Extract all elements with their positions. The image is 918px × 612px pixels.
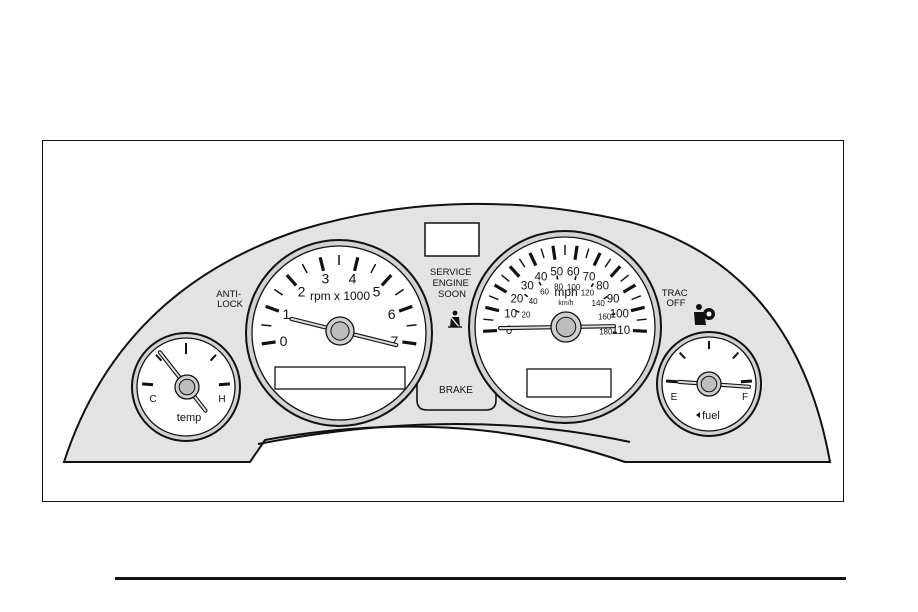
speed-kmh-label: km/h — [558, 300, 573, 307]
speed-kmh-tick-label: 160 — [598, 312, 612, 321]
tach-hub-inner — [331, 322, 349, 340]
fuel-gauge: E F fuel — [657, 332, 761, 436]
tach-major-tick — [262, 342, 276, 344]
speed-minor-tick — [483, 319, 493, 320]
temp-tick — [219, 384, 230, 385]
speed-kmh-tick-label: 140 — [592, 299, 606, 308]
speed-major-tick — [553, 246, 555, 260]
speed-mph-tick-label: 60 — [567, 267, 580, 279]
temp-gauge: C H temp — [132, 333, 240, 441]
temp-tick — [142, 384, 153, 385]
speed-mph-label: mph — [554, 285, 577, 299]
speed-display — [527, 369, 611, 397]
speed-kmh-tick-label: 20 — [522, 310, 531, 319]
speed-mph-tick-label: 10 — [504, 309, 517, 321]
footer-rule — [115, 577, 846, 580]
speed-kmh-tick-label: 120 — [581, 289, 595, 298]
speed-kmh-tick-label: 60 — [540, 287, 549, 296]
speed-mph-tick-label: 90 — [607, 293, 620, 305]
fuel-tick — [666, 381, 677, 382]
temp-max-label: H — [218, 394, 225, 405]
speed-mph-tick-label: 20 — [511, 293, 524, 305]
temp-hub-inner — [179, 379, 195, 395]
temp-min-label: C — [149, 394, 156, 405]
speed-major-tick — [633, 331, 647, 332]
speed-minor-tick — [637, 319, 647, 320]
fuel-hub-inner — [701, 376, 717, 392]
speed-major-tick — [483, 331, 497, 332]
speed-kmh-tick — [611, 314, 615, 315]
tach-tick-label: 0 — [280, 333, 288, 349]
speed-hub-inner — [556, 317, 576, 337]
speed-mph-tick-label: 70 — [583, 271, 596, 283]
tach-tick-label: 4 — [349, 271, 357, 287]
tach-tick-label: 1 — [282, 306, 290, 322]
tach-major-tick — [402, 342, 416, 344]
speed-mph-tick-label: 40 — [535, 271, 548, 283]
speed-major-tick — [575, 246, 577, 260]
speed-mph-tick-label: 30 — [521, 281, 534, 293]
tach-minor-tick — [261, 325, 271, 326]
anti-lock-label: ANTI- LOCK — [216, 289, 243, 310]
fuel-max-label: F — [742, 392, 748, 403]
tach-tick-label: 5 — [373, 283, 381, 299]
speed-kmh-tick-label: 40 — [529, 297, 538, 306]
tach-tick-label: 6 — [388, 306, 396, 322]
temp-label: temp — [177, 412, 201, 424]
speed-kmh-tick-label: 180 — [599, 327, 613, 336]
tach-tick-label: 2 — [298, 283, 306, 299]
fuel-tick — [741, 381, 752, 382]
speed-mph-tick-label: 80 — [596, 281, 609, 293]
fuel-min-label: E — [671, 392, 678, 403]
tach-display — [275, 367, 405, 389]
speed-kmh-tick — [575, 276, 576, 280]
brake-label: BRAKE — [439, 385, 473, 396]
tach-label: rpm x 1000 — [310, 289, 370, 303]
center-indicator-window — [425, 223, 479, 256]
speed-kmh-tick — [557, 276, 558, 280]
tach-minor-tick — [407, 325, 417, 326]
tach-tick-label: 3 — [322, 271, 330, 287]
fuel-label: fuel — [702, 410, 720, 422]
